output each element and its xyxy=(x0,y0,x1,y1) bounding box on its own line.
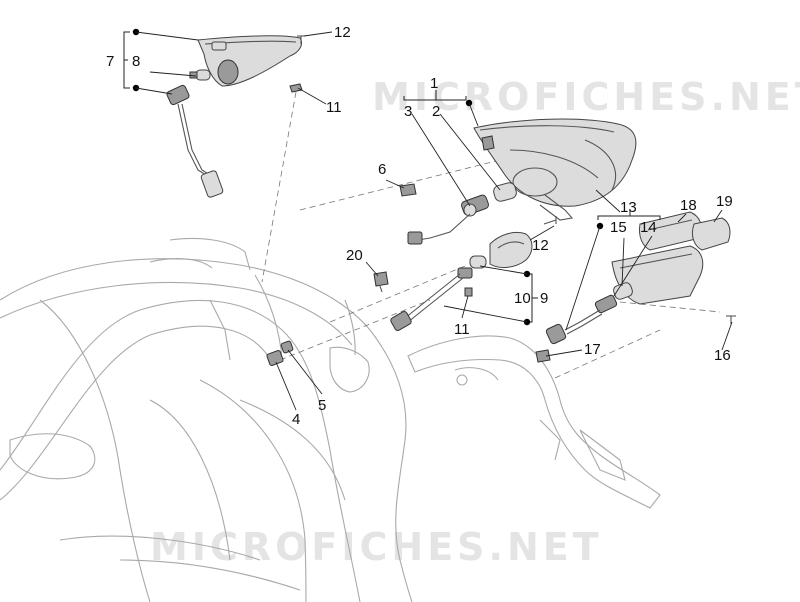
screw-tail-light xyxy=(543,216,557,225)
callout-15: 15 xyxy=(610,219,627,236)
callout-8: 8 xyxy=(132,53,140,70)
clip-17 xyxy=(535,349,551,363)
callout-5: 5 xyxy=(318,397,326,414)
rear-mudguard xyxy=(407,335,661,509)
callout-3: 3 xyxy=(404,103,412,120)
rear-body-panel xyxy=(0,237,413,602)
watermark-top: MICROFICHES.NET xyxy=(372,75,800,119)
callout-labels: 7 8 12 11 1 3 2 6 13 12 18 19 15 14 20 1… xyxy=(106,24,733,428)
lens-cover-19 xyxy=(691,217,731,251)
callout-16: 16 xyxy=(714,347,731,364)
tail-light-assembly xyxy=(473,118,637,221)
leader-lines xyxy=(135,31,733,411)
callout-11-top: 11 xyxy=(326,99,342,116)
callout-19: 19 xyxy=(716,193,733,210)
assembly-dash-lines xyxy=(261,91,721,379)
callout-18: 18 xyxy=(680,197,697,214)
callout-2: 2 xyxy=(432,103,440,120)
callout-4: 4 xyxy=(292,411,300,428)
tail-light-socket xyxy=(407,194,489,245)
callout-17: 17 xyxy=(584,341,601,358)
tail-light-bulb xyxy=(493,182,517,202)
connector-5 xyxy=(280,340,294,354)
callout-10: 10 xyxy=(514,290,531,307)
callout-1: 1 xyxy=(430,75,438,92)
rear-indicator-bulb-14 xyxy=(613,282,633,300)
indicator-bulb-socket xyxy=(166,84,224,198)
spring-nut-top xyxy=(289,83,303,93)
callout-20: 20 xyxy=(346,247,363,264)
callout-11-mid: 11 xyxy=(454,321,470,338)
screw-top xyxy=(297,35,305,44)
callout-14: 14 xyxy=(640,219,657,236)
rear-indicator-socket-15 xyxy=(545,294,618,345)
callout-6: 6 xyxy=(378,161,386,178)
watermark-bottom: MICROFICHES.NET xyxy=(150,525,603,569)
licence-light-wiring xyxy=(390,273,464,331)
screw-16 xyxy=(726,315,736,324)
licence-light-bulb xyxy=(457,255,487,279)
connector-20 xyxy=(373,271,389,293)
front-turn-indicator xyxy=(197,35,303,87)
callout-9: 9 xyxy=(540,290,548,307)
callout-13: 13 xyxy=(620,199,637,216)
callout-12-mid: 12 xyxy=(532,237,549,254)
licence-plate-light xyxy=(489,231,533,268)
callout-12-top: 12 xyxy=(334,24,351,41)
callout-7: 7 xyxy=(106,53,114,70)
spring-nut-mid xyxy=(464,287,473,297)
clip-6 xyxy=(399,183,417,197)
indicator-bulb xyxy=(189,69,211,81)
